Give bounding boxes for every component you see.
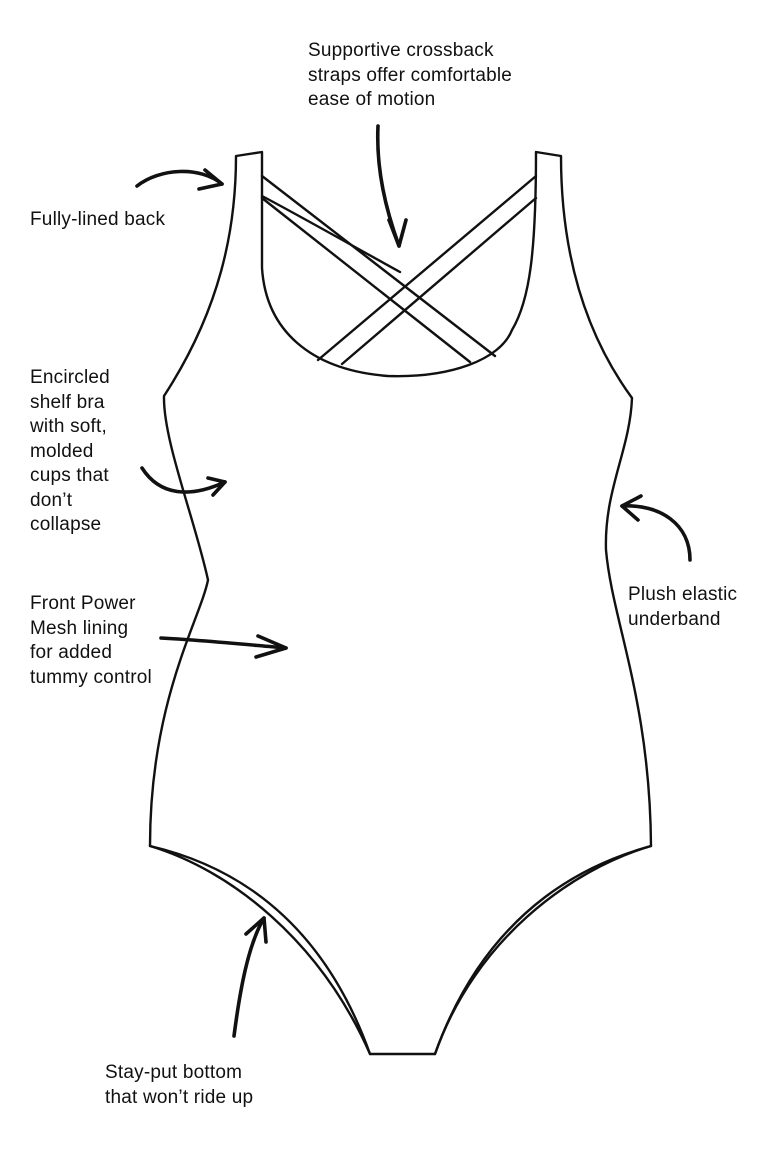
callout-line: collapse: [30, 514, 102, 535]
right-leg-inner-curve: [433, 844, 653, 1056]
crossback-strap-a-edge: [260, 196, 472, 364]
callout-line: Mesh lining: [30, 617, 129, 639]
back-lining-line: [260, 194, 402, 274]
curved-arrow-icon: [620, 494, 692, 562]
callout-line: Supportive crossback: [308, 40, 494, 61]
callout-line: Fully-lined back: [30, 209, 166, 230]
callout-line: with soft,: [30, 416, 107, 437]
curved-arrow-icon: [232, 916, 268, 1038]
callout-power-mesh: Front Power Mesh lining for added tummy …: [30, 592, 152, 690]
callout-line: Plush elastic: [628, 584, 738, 605]
curved-arrow-icon: [140, 466, 227, 497]
callout-line: underband: [628, 608, 721, 630]
callout-line: for added: [30, 642, 113, 663]
crossback-strap-b: [316, 174, 538, 362]
crossback-strap-b-edge: [340, 196, 538, 366]
callout-line: cups that: [30, 465, 109, 486]
callout-line: Stay-put bottom: [105, 1062, 243, 1083]
swimsuit-outline-icon: [148, 150, 653, 1056]
left-leg-inner-curve: [148, 844, 372, 1056]
callout-line: ease of motion: [308, 89, 436, 110]
callout-line: shelf bra: [30, 391, 105, 413]
swimsuit-body-outline: [148, 150, 653, 1056]
crossback-strap-a: [260, 174, 497, 358]
callout-line: don’t: [30, 489, 73, 511]
callout-stay-put-bottom: Stay-put bottom that won’t ride up: [105, 1061, 253, 1110]
callout-line: that won’t ride up: [105, 1086, 254, 1108]
callout-lined-back: Fully-lined back: [30, 208, 165, 233]
callout-line: Encircled: [30, 367, 110, 388]
curved-arrow-icon: [159, 634, 288, 659]
callout-line: molded: [30, 440, 94, 462]
callout-line: straps offer comfortable: [308, 64, 513, 86]
callout-line: Front Power: [30, 593, 136, 614]
callout-shelf-bra: Encircled shelf bra with soft, molded cu…: [30, 366, 110, 538]
callout-line: tummy control: [30, 666, 152, 688]
curved-arrow-icon: [375, 124, 408, 248]
curved-arrow-icon: [135, 168, 224, 191]
callout-crossback-straps: Supportive crossback straps offer comfor…: [308, 39, 512, 113]
callout-underband: Plush elastic underband: [628, 583, 737, 632]
